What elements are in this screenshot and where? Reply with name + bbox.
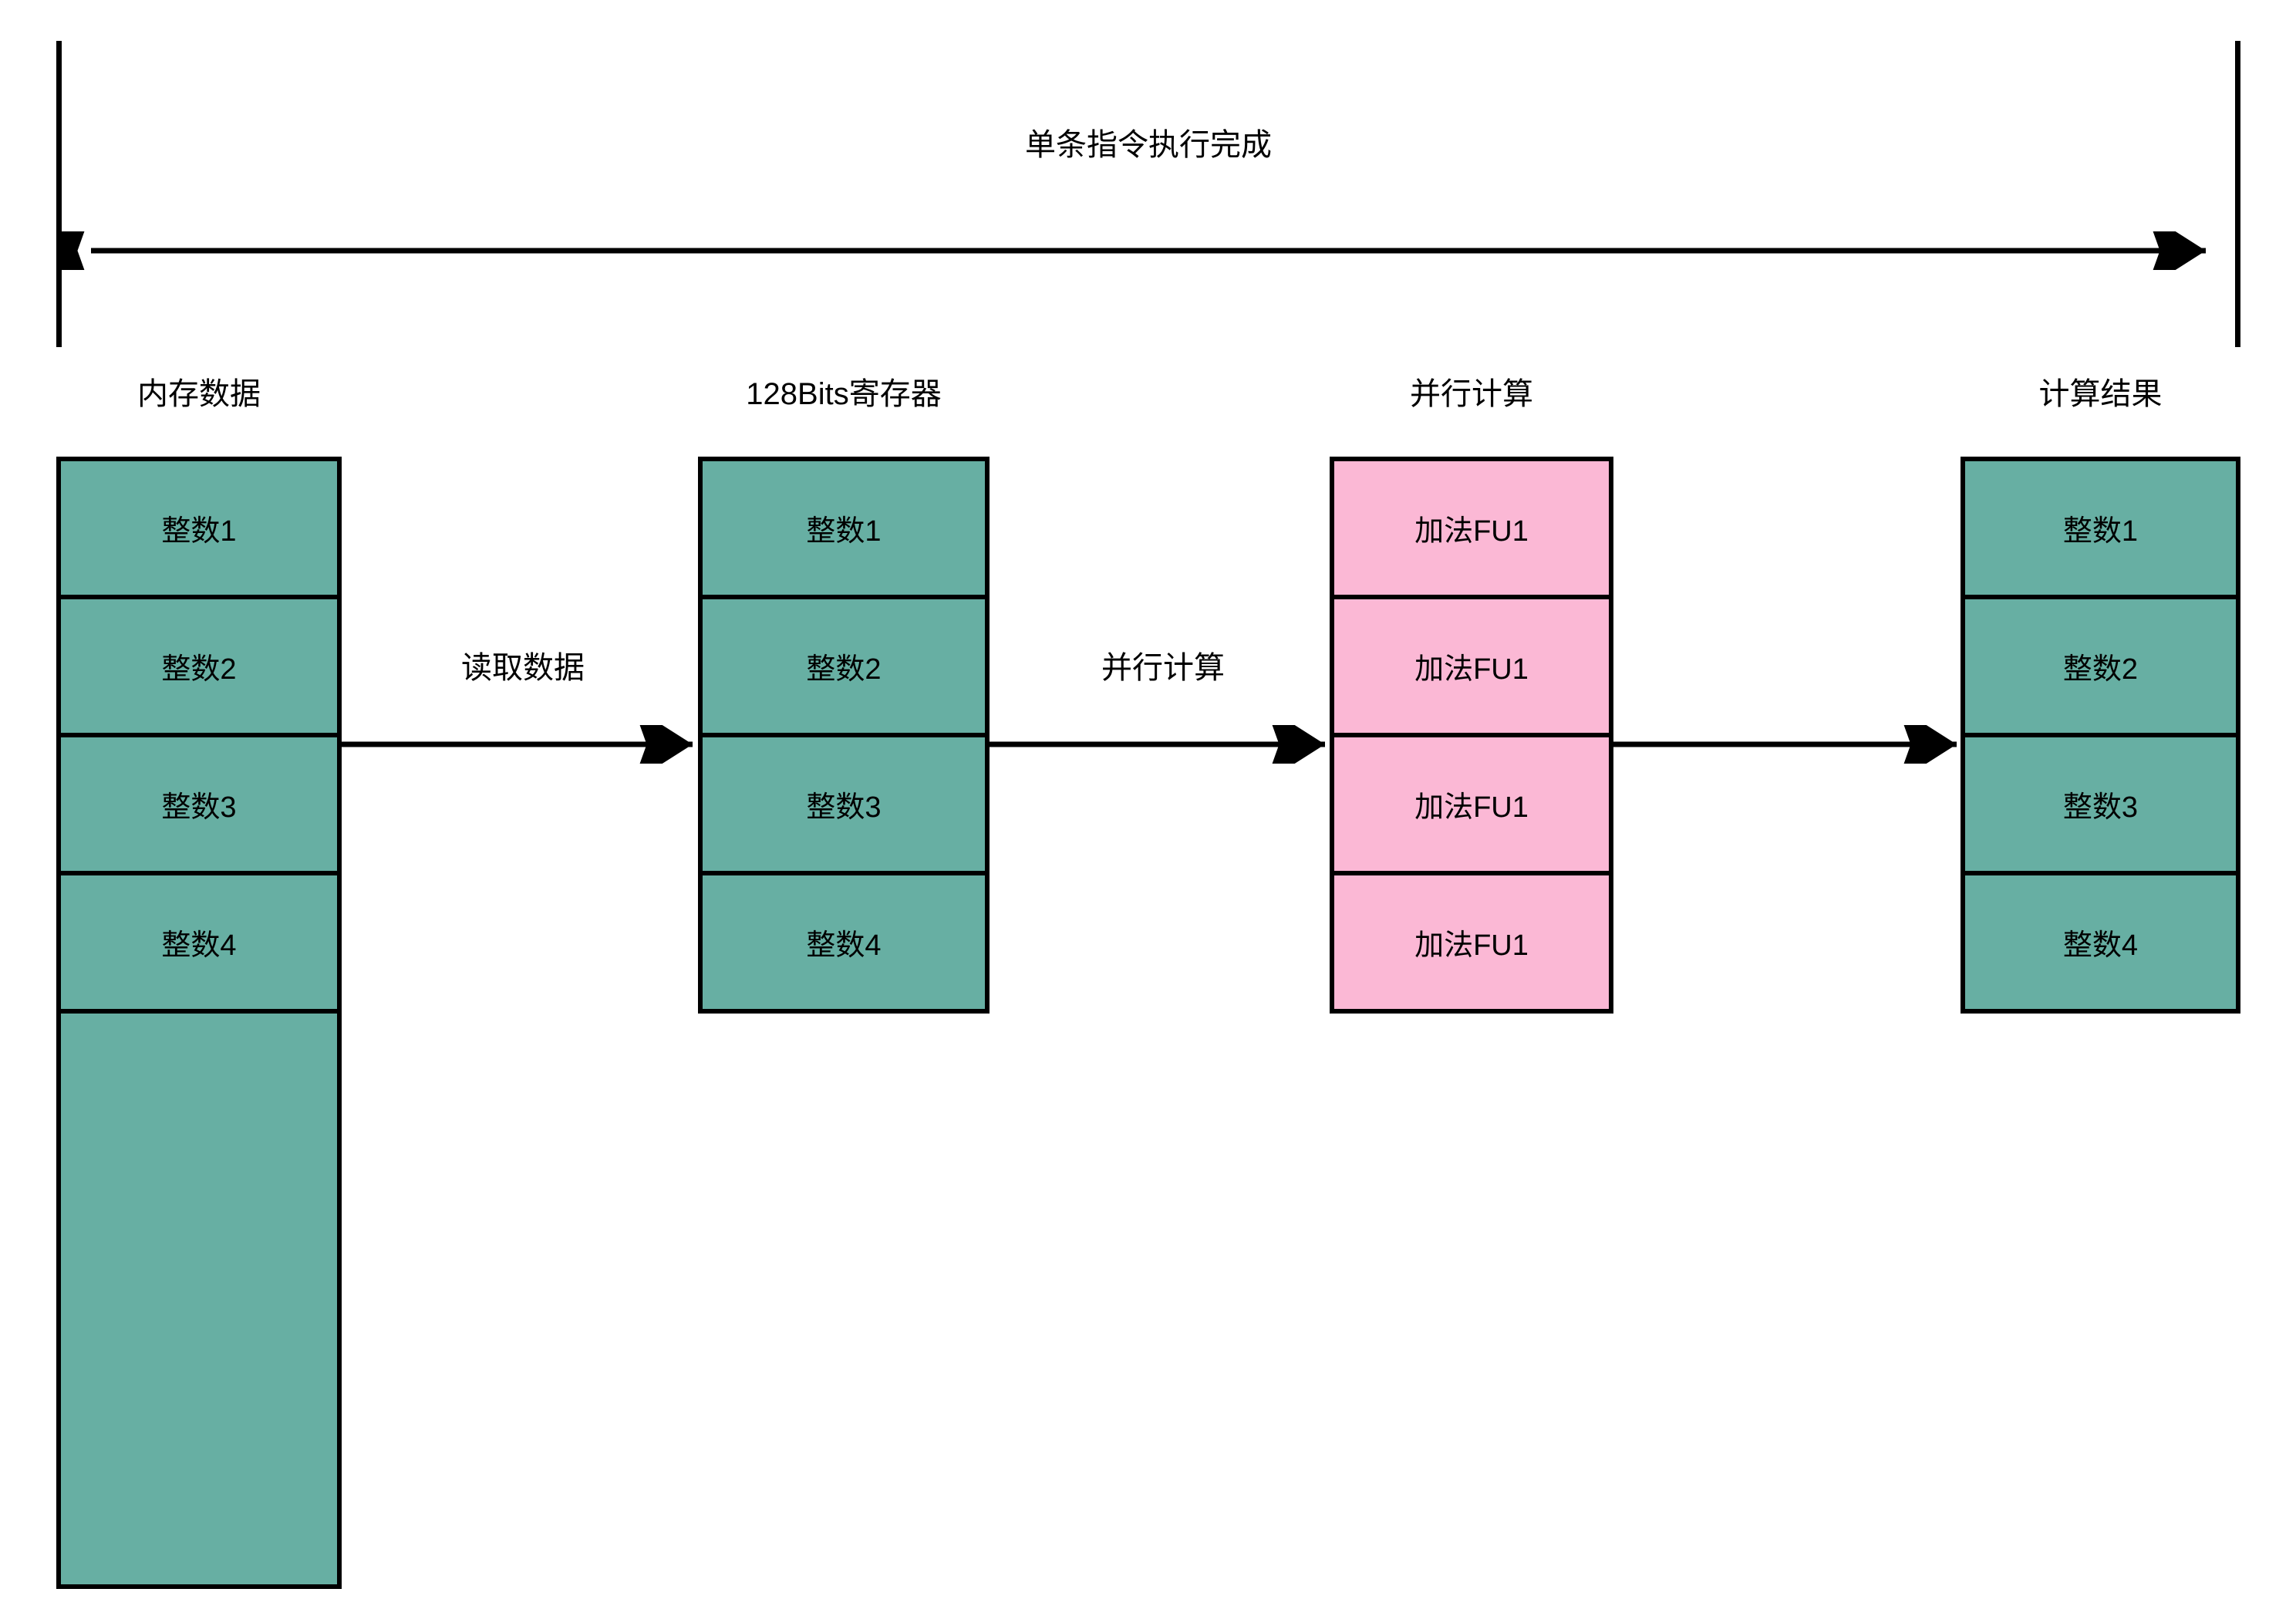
register-cell[interactable]: 整数4 (698, 871, 990, 1014)
register-cell[interactable]: 整数1 (698, 457, 990, 599)
column-header-register: 128Bits寄存器 (746, 377, 942, 411)
column-header-memory: 内存数据 (137, 377, 261, 411)
flow-label-parallel-compute: 并行计算 (1101, 651, 1225, 685)
compute-unit-stack: 加法FU1 加法FU1 加法FU1 加法FU1 (1330, 457, 1613, 1014)
register-cell[interactable]: 整数2 (698, 595, 990, 737)
memory-cell[interactable]: 整数3 (56, 733, 342, 875)
register-cell[interactable]: 整数3 (698, 733, 990, 875)
memory-cell[interactable]: 整数1 (56, 457, 342, 599)
result-cell[interactable]: 整数2 (1961, 595, 2240, 737)
result-cell[interactable]: 整数1 (1961, 457, 2240, 599)
span-tick-left (56, 41, 62, 347)
span-double-arrow (60, 231, 2206, 270)
span-tick-right (2235, 41, 2240, 347)
result-cell[interactable]: 整数4 (1961, 871, 2240, 1014)
flow-arrow-read-data (342, 725, 693, 764)
compute-unit-cell[interactable]: 加法FU1 (1330, 595, 1613, 737)
compute-unit-cell[interactable]: 加法FU1 (1330, 733, 1613, 875)
memory-cell[interactable]: 整数2 (56, 595, 342, 737)
flow-arrow-parallel-compute (990, 725, 1325, 764)
compute-unit-cell[interactable]: 加法FU1 (1330, 871, 1613, 1014)
memory-cell[interactable]: 整数4 (56, 871, 342, 1014)
diagram-title: 单条指令执行完成 (1025, 128, 1272, 162)
column-header-parallel-compute: 并行计算 (1410, 377, 1533, 411)
memory-cell-empty[interactable] (56, 1009, 342, 1589)
register-stack: 整数1 整数2 整数3 整数4 (698, 457, 990, 1014)
compute-unit-cell[interactable]: 加法FU1 (1330, 457, 1613, 599)
column-header-result: 计算结果 (2038, 377, 2163, 411)
result-stack: 整数1 整数2 整数3 整数4 (1961, 457, 2240, 1014)
flow-arrow-to-result (1613, 725, 1957, 764)
memory-data-stack: 整数1 整数2 整数3 整数4 (56, 457, 342, 1589)
flow-label-read-data: 读取数据 (461, 651, 585, 685)
result-cell[interactable]: 整数3 (1961, 733, 2240, 875)
